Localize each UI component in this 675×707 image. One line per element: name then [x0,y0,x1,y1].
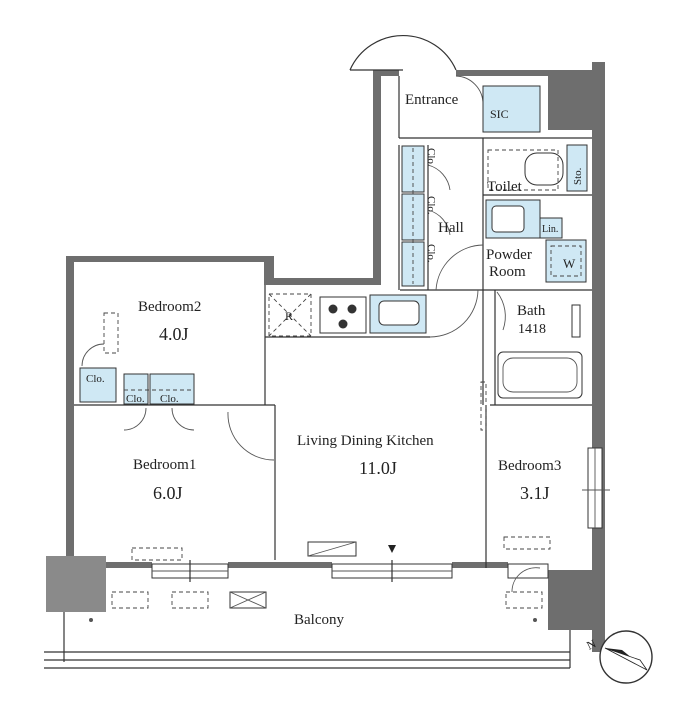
toilet-fixture [524,152,564,186]
sto-label: Sto. [572,167,584,185]
lin-label: Lin. [542,224,558,235]
bed2-closet [79,367,117,403]
sic-storage [482,85,541,133]
hall-clo-2: Clo. [425,196,437,215]
washer-label: W [563,256,576,271]
balcony-area [44,591,571,669]
interior-walls [74,76,592,568]
powder-room-line1: Powder [486,247,532,263]
storage-sto [566,144,588,192]
bed3-aircon [503,536,551,550]
bottom-windows [151,560,549,593]
hall-label: Hall [438,220,464,236]
bedroom2-label: Bedroom2 [138,299,201,315]
hall-clo-1: Clo. [425,148,437,167]
stove-burners [328,304,357,329]
refrigerator-label: R [285,309,293,323]
balcony-label: Balcony [294,612,344,628]
bed1-aircon [131,547,183,561]
bath-size: 1418 [518,322,546,337]
linen-storage [539,217,563,239]
bed1-clo-label-1: Clo. [126,393,145,405]
sic-label: SIC [490,107,509,121]
bedroom2-size: 4.0J [159,324,189,344]
entrance-label: Entrance [405,92,459,108]
bed3-side-window [582,447,610,529]
bed1-closet-2 [149,373,195,405]
hall-clo-3: Clo. [425,244,437,263]
refrigerator-space [268,293,312,337]
ldk-label: Living Dining Kitchen [297,433,434,449]
toilet-label: Toilet [487,179,523,195]
north-compass-icon [599,630,653,684]
bathtub [497,351,583,399]
ldk-entry-marker [388,545,396,553]
ldk-size: 11.0J [359,458,397,478]
powder-room-line2: Room [489,264,526,280]
bedroom3-label: Bedroom3 [498,458,561,474]
bedroom3-size: 3.1J [520,483,550,503]
washer-space [545,239,587,283]
bed1-clo-label-2: Clo. [160,393,179,405]
bed1-closet-1 [123,373,149,405]
bed2-clo-label: Clo. [86,373,105,385]
bedroom1-label: Bedroom1 [133,457,196,473]
bath-label: Bath [517,303,546,319]
bedroom1-size: 6.0J [153,483,183,503]
hall-closets [401,145,425,287]
